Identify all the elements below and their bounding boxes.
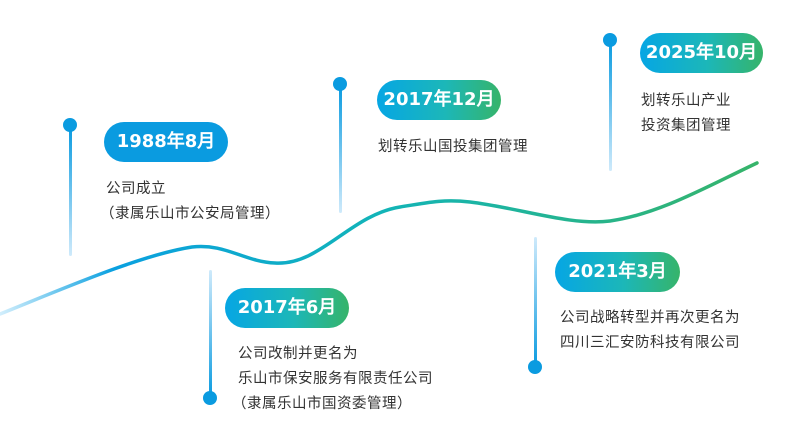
event-desc-2025: 划转乐山产业 投资集团管理 [641,89,731,139]
date-pill-1988: 1988年8月 [104,122,228,162]
desc-line: （隶属乐山市国资委管理） [232,396,412,412]
desc-line: （隶属乐山市公安局管理） [100,206,280,222]
dot-1988 [63,118,77,132]
date-pill-2017-12: 2017年12月 [377,80,501,120]
event-desc-1988: 公司成立 （隶属乐山市公安局管理） [100,177,280,227]
desc-line: 公司改制并更名为 [238,346,358,362]
desc-line: 四川三汇安防科技有限公司 [560,335,740,351]
desc-line: 乐山市保安服务有限责任公司 [238,371,433,387]
stem-2025 [609,41,612,171]
stem-2017-12 [339,85,342,213]
timeline-curve-path [0,161,759,316]
event-desc-2017-6: 公司改制并更名为 乐山市保安服务有限责任公司 （隶属乐山市国资委管理） [232,342,433,417]
stem-1988 [69,126,72,256]
desc-line: 公司成立 [106,181,166,197]
dot-2017-12 [333,77,347,91]
desc-line: 划转乐山产业 [641,93,731,109]
desc-line: 投资集团管理 [641,118,731,134]
dot-2021 [528,360,542,374]
dot-2025 [603,33,617,47]
desc-line: 划转乐山国投集团管理 [378,139,528,155]
date-pill-2025: 2025年10月 [640,33,763,73]
date-pill-2017-6: 2017年6月 [225,288,349,328]
stem-2021 [534,237,537,367]
event-desc-2021: 公司战略转型并再次更名为 四川三汇安防科技有限公司 [560,306,740,356]
dot-2017-6 [203,391,217,405]
stem-2017-6 [209,270,212,398]
desc-line: 公司战略转型并再次更名为 [560,310,740,326]
event-desc-2017-12: 划转乐山国投集团管理 [378,135,528,160]
date-pill-2021: 2021年3月 [555,252,680,292]
